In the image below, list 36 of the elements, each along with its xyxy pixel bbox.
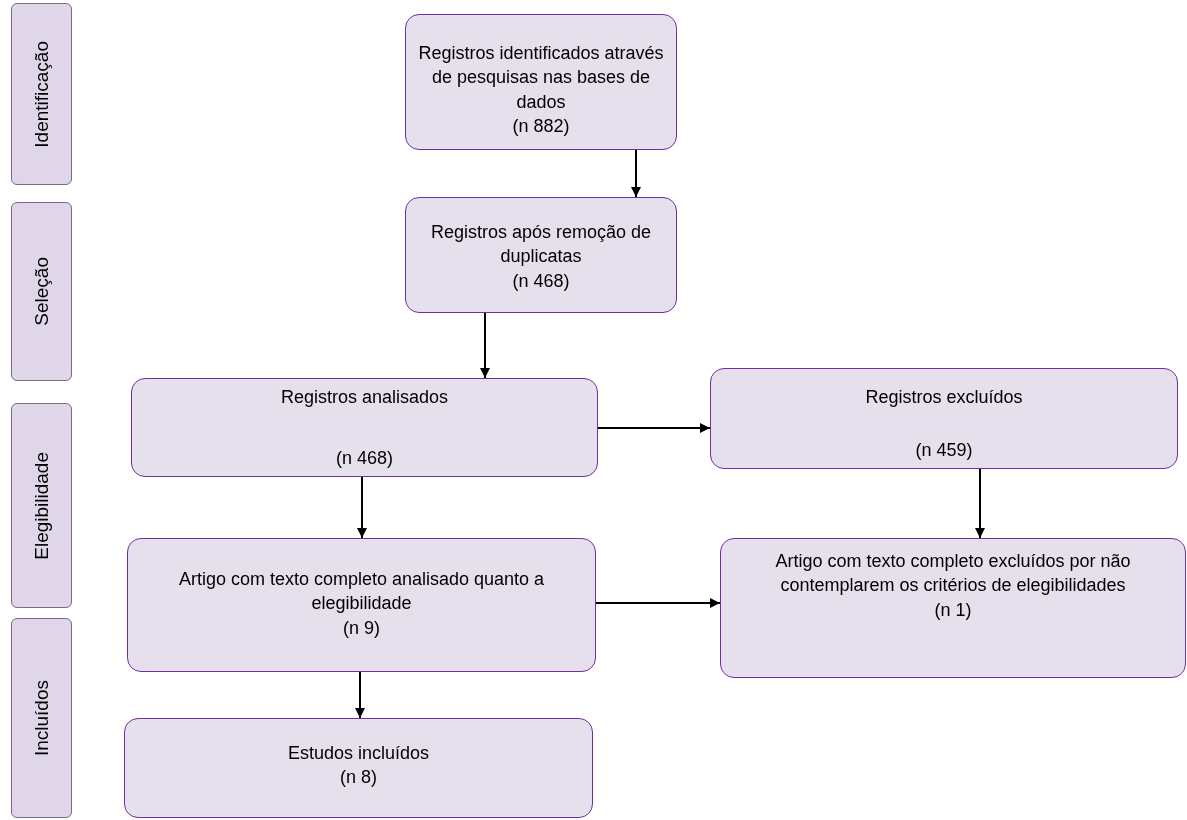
process-box bbox=[131, 378, 598, 477]
arrow bbox=[355, 671, 365, 719]
stage-label: Identificação bbox=[29, 40, 53, 148]
stage-label: Seleção bbox=[29, 257, 53, 326]
count-label: (n 468) bbox=[335, 446, 393, 470]
process-box bbox=[124, 718, 593, 818]
box-text: Registros após remoção de duplicatas bbox=[429, 221, 653, 269]
count-label: (n 882) bbox=[512, 114, 570, 138]
box-text: Registros identificados através de pesquisas nas bases de dados bbox=[418, 42, 664, 114]
arrow bbox=[595, 598, 721, 608]
count-label: (n 468) bbox=[512, 269, 570, 293]
box-text: Artigo com texto completo analisado quanto a elegibilidade bbox=[177, 568, 546, 616]
process-box bbox=[405, 197, 677, 313]
arrow bbox=[597, 423, 711, 433]
box-text: Registros analisados bbox=[280, 386, 449, 409]
stage-band bbox=[11, 3, 72, 185]
count-label: (n 8) bbox=[340, 766, 377, 790]
arrow bbox=[480, 312, 490, 379]
process-box bbox=[405, 14, 677, 150]
stage-band bbox=[11, 618, 72, 818]
box-text: Registros excluídos bbox=[865, 386, 1023, 409]
stage-band bbox=[11, 202, 72, 381]
stage-label: Elegibilidade bbox=[29, 451, 53, 560]
stage-label: Incluídos bbox=[29, 679, 53, 756]
arrow bbox=[357, 476, 367, 539]
box-text: Estudos incluídos bbox=[287, 742, 430, 765]
count-label: (n 459) bbox=[915, 438, 973, 462]
process-box bbox=[127, 538, 596, 672]
count-label: (n 9) bbox=[343, 616, 380, 640]
count-label: (n 1) bbox=[934, 598, 972, 622]
stage-band bbox=[11, 403, 72, 608]
process-box bbox=[710, 368, 1178, 469]
arrow bbox=[631, 149, 641, 198]
process-box bbox=[720, 538, 1186, 678]
box-text: Artigo com texto completo excluídos por não contemplarem os critérios de elegibilidades bbox=[774, 550, 1132, 598]
arrow bbox=[975, 468, 985, 539]
